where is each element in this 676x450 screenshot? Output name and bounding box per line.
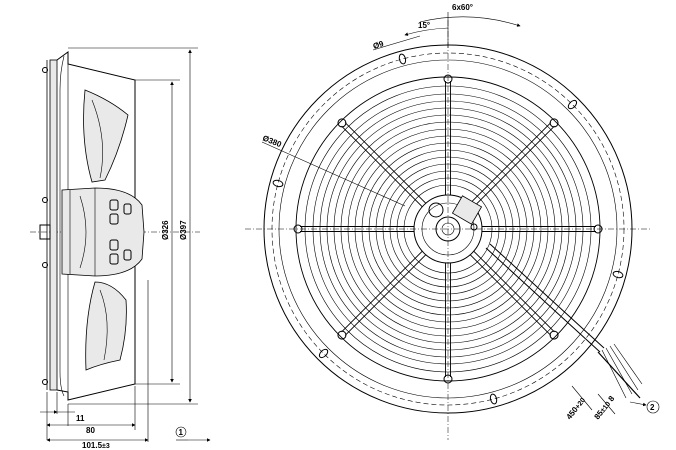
- motor-hub: [61, 187, 145, 277]
- guard-ring: [396, 177, 500, 281]
- guard-rings: [312, 93, 584, 365]
- guard-spoke: [341, 250, 427, 336]
- cable-dim-450: 450+20: [564, 396, 587, 422]
- guard-spoke: [469, 122, 555, 208]
- guard-spoke: [482, 226, 596, 232]
- spoke-end-bolt: [549, 330, 559, 340]
- spoke-end-bolt: [443, 74, 453, 84]
- mount-hole: [398, 53, 407, 65]
- dim-101: 101.5±3: [82, 441, 110, 450]
- upper-blade: [83, 89, 129, 183]
- dim-80: 80: [86, 426, 95, 435]
- mount-hole: [489, 393, 498, 405]
- guard-ring: [375, 156, 521, 302]
- guard-ring: [347, 128, 549, 330]
- dim-397: Ø397: [179, 220, 188, 240]
- guard-ring: [403, 184, 493, 274]
- guard-ring: [361, 142, 535, 316]
- lower-blade: [85, 281, 127, 371]
- guard-spoke: [445, 81, 451, 195]
- mount-hole: [612, 270, 624, 279]
- mount-hole: [272, 179, 284, 188]
- guard-ring: [326, 107, 570, 351]
- spoke-end-bolt: [337, 118, 347, 128]
- dim-6x60: 6x60°: [452, 3, 473, 12]
- dim-hole: Ø9: [372, 39, 385, 51]
- guard-ring: [354, 135, 542, 323]
- guard-ring: [368, 149, 528, 309]
- guard-ring: [312, 93, 584, 365]
- svg-text:2: 2: [650, 403, 655, 412]
- front-hub: [413, 194, 483, 264]
- cable-dim-85: 85±10: [592, 399, 612, 421]
- svg-text:1: 1: [179, 428, 184, 437]
- spoke-end-bolt: [293, 224, 303, 234]
- guard-spoke: [300, 226, 414, 232]
- dim-380: Ø380: [261, 134, 283, 150]
- mount-holes: [272, 53, 624, 405]
- cable-dim-8: 8: [606, 394, 616, 403]
- guard-spoke: [341, 122, 427, 208]
- cable-assembly: [485, 243, 643, 399]
- mount-hole: [567, 99, 578, 110]
- spoke-end-bolt: [549, 118, 559, 128]
- guard-ring: [319, 100, 577, 358]
- dim-15deg: 15°: [418, 21, 430, 30]
- guard-spoke: [445, 263, 451, 377]
- dim-326: Ø326: [161, 220, 170, 240]
- front-view: Ø380 Ø9 6x60° 15° 450+20 85±10 8 2: [245, 3, 660, 440]
- dim-11: 11: [76, 414, 85, 423]
- guard-spoke: [469, 250, 555, 336]
- guard-ring: [333, 114, 563, 344]
- airflow-marker-1: 1: [175, 426, 211, 442]
- guard-spokes: [293, 74, 603, 384]
- side-view: Ø326 Ø397 11 80 101.5±3 1: [30, 47, 211, 450]
- spoke-end-bolt: [593, 224, 603, 234]
- guard-ring: [340, 121, 556, 337]
- guard-ring: [382, 163, 514, 295]
- spoke-end-bolt: [337, 330, 347, 340]
- cable-marker-2: 2: [629, 400, 660, 414]
- mount-hole: [318, 348, 329, 359]
- guard-ring: [389, 170, 507, 288]
- spoke-end-bolt: [443, 374, 453, 384]
- side-mount-studs: [39, 67, 51, 385]
